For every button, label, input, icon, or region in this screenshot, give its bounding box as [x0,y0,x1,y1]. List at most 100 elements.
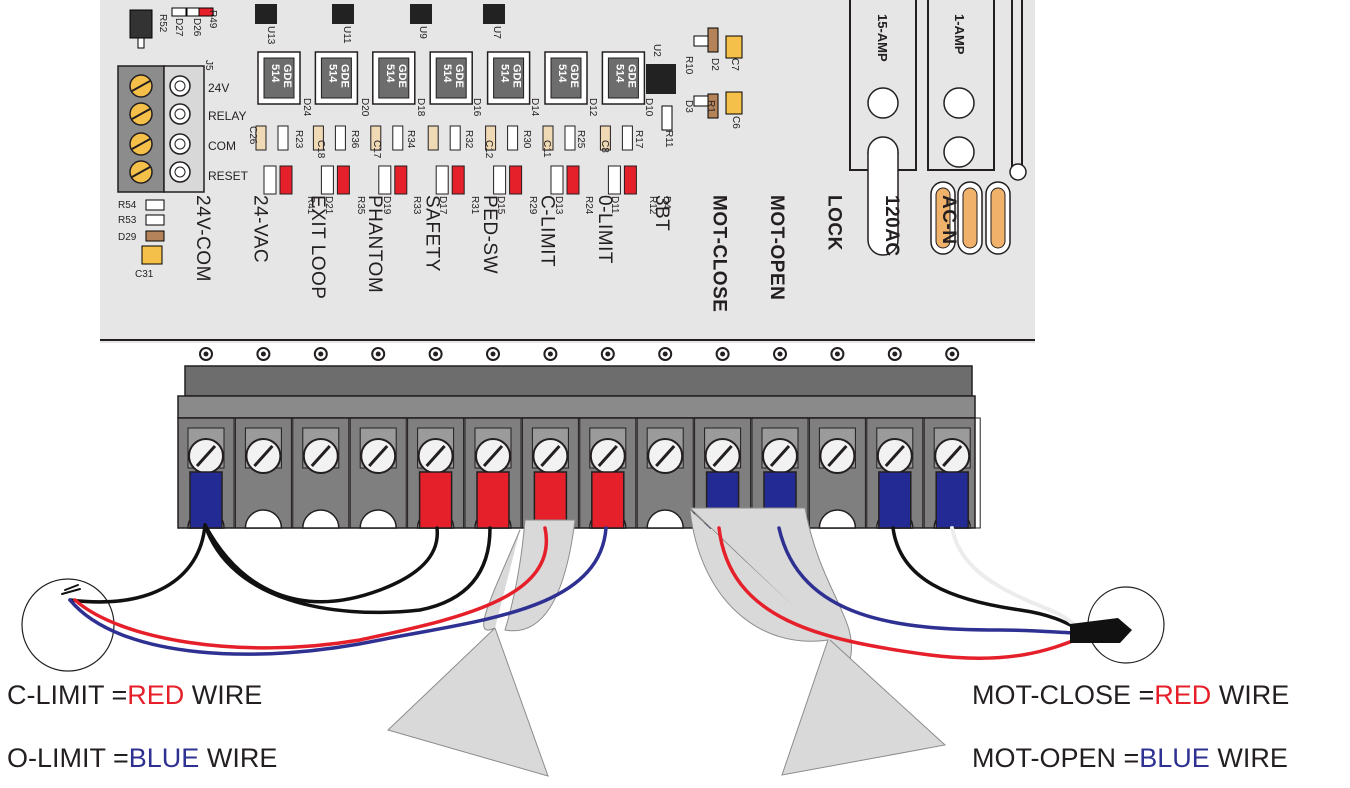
silkscreen-u11: U11 [341,26,352,44]
svg-text:514: 514 [326,64,338,83]
silkscreen-d20: D20 [359,98,370,117]
legend-c-limit: C-LIMIT =RED WIRE [7,680,262,711]
silkscreen-u7: U7 [491,26,502,39]
red-wire-mot-close [717,526,1082,661]
crimp-connector-red [591,471,625,529]
svg-text:514: 514 [384,64,396,83]
silkscreen-c11: C11 [541,140,552,158]
silkscreen-r17: R17 [633,130,644,149]
legend-c-limit-suffix: WIRE [184,680,263,710]
white-wire-ac-n [950,526,1082,632]
terminal-1 [177,417,235,529]
terminal-8 [579,417,637,529]
silkscreen-r24: R24 [583,196,594,215]
terminal-label-exit-loop: EXIT LOOP [307,195,328,299]
svg-text:GDE: GDE [453,64,465,88]
terminal-label-phantom: PHANTOM [364,195,385,293]
terminal-12 [808,417,866,529]
silkscreen-c26: C26 [247,126,258,145]
black-wire-120ac [891,526,1082,632]
silkscreen-d4: D4 [661,196,672,209]
svg-text:514: 514 [499,64,511,83]
silkscreen-r32: R32 [463,130,474,149]
black-wire-com-left [68,523,207,604]
silkscreen-r41: R41 [305,196,316,215]
relay-block-j-label: J5 [203,60,214,71]
relay-terminal-block: J5 24V RELAY COM RESET [117,60,249,193]
fuse-holders: 15-AMP 1-AMP [849,0,1027,256]
svg-text:514: 514 [269,64,281,83]
relay-label-relay: RELAY [208,109,246,123]
left-wire-bundle-ends [61,584,81,595]
terminal-label-mot-open: MOT-OPEN [766,195,787,300]
silkscreen-u9: U9 [417,26,428,39]
silkscreen-r52: R52 [157,14,168,33]
silkscreen-r29: R29 [527,196,538,215]
silkscreen-c18: C18 [315,140,326,159]
legend-mot-close: MOT-CLOSE =RED WIRE [972,680,1289,711]
legend-o-limit-prefix: O-LIMIT = [7,743,129,773]
silkscreen-d3: D3 [683,100,694,113]
terminal-13 [866,417,924,529]
svg-text:GDE: GDE [568,64,580,88]
silkscreen-d27: D27 [173,18,184,37]
terminal-6 [464,417,522,529]
svg-text:514: 514 [613,64,625,83]
legend-mot-close-suffix: WIRE [1211,680,1290,710]
legend-o-limit-color: BLUE [128,743,200,773]
terminal-label-3bt: 3BT [651,195,672,231]
svg-text:GDE: GDE [281,64,293,88]
legend-o-limit-suffix: WIRE [199,743,278,773]
silkscreen-c6: C6 [730,116,741,129]
silkscreen-c7: C7 [729,58,740,71]
legend-mot-close-prefix: MOT-CLOSE = [972,680,1155,710]
wire-sleeves [387,507,947,777]
silkscreen-d10: D10 [643,98,654,117]
legend-o-limit: O-LIMIT =BLUE WIRE [7,743,277,774]
silkscreen-d15: D15 [495,196,506,215]
fuse-label-15-amp: 15-AMP [875,14,890,62]
relay-label-reset: RESET [208,169,249,183]
silkscreen-d17: D17 [437,196,448,215]
legend-c-limit-color: RED [127,680,185,710]
black-wire-com-safety [203,523,439,604]
legend-mot-close-color: RED [1154,680,1212,710]
terminal-label-ped-sw: PED-SW [479,195,500,274]
legend-mot-open: MOT-OPEN =BLUE WIRE [972,743,1288,774]
crimp-connector-blue [189,471,223,529]
legend-mot-open-color: BLUE [1139,743,1210,773]
svg-text:GDE: GDE [625,64,637,88]
svg-text:GDE: GDE [338,64,350,88]
legend-c-limit-prefix: C-LIMIT = [7,680,128,710]
blue-wire-o-limit [68,526,608,656]
silkscreen-r36: R36 [349,130,360,149]
terminal-label-24-vac: 24-VAC [249,195,270,263]
silkscreen-d14: D14 [529,98,540,117]
black-wire-com-ped [203,523,492,615]
silkscreen-r12: R12 [647,196,658,215]
crimp-connector-blue [935,471,969,529]
silkscreen-r23: R23 [293,130,304,149]
silkscreen-d21: D21 [323,196,334,215]
silkscreen-r34: R34 [405,130,416,149]
silkscreen-d19: D19 [381,196,392,215]
silkscreen-r1: R1 [705,100,716,113]
terminal-4 [349,417,407,529]
silkscreen-r35: R35 [355,196,366,215]
left-connector-ring [21,578,115,672]
red-wire-c-limit [73,526,549,650]
crimp-connector-red [533,471,568,529]
board-components [129,4,743,265]
silkscreen-d2: D2 [709,58,720,71]
silkscreen-r49: R49 [207,10,218,29]
silkscreen-r31: R31 [469,196,480,215]
silkscreen-r30: R30 [521,130,532,149]
silkscreen-u2: U2 [651,44,662,57]
right-wire-plug [1070,618,1132,643]
